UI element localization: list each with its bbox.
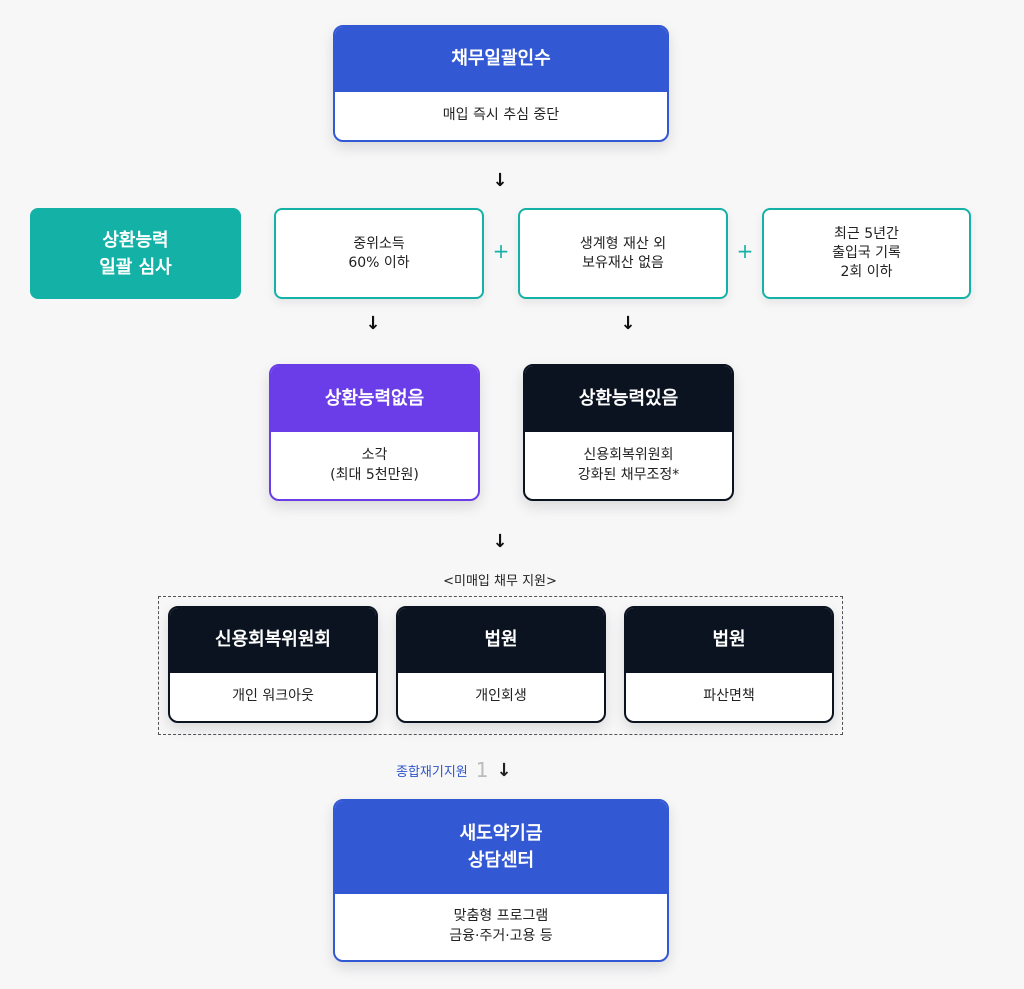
box-body: 맞춤형 프로그램 금융·주거·고용 등 <box>449 908 553 944</box>
box-body: 소각 (최대 5천만원) <box>330 446 419 483</box>
support-label: 종합재기지원 <box>396 764 468 780</box>
plus-icon: + <box>736 239 754 263</box>
box-title: 신용회복위원회 <box>170 608 376 673</box>
box-title: 상환능력있음 <box>525 366 732 432</box>
box-title: 새도약기금 상담센터 <box>335 801 667 894</box>
box-title: 법원 <box>626 608 832 673</box>
box-body: 매입 즉시 추심 중단 <box>442 107 560 124</box>
arrow-down-icon: ↓ <box>492 170 508 191</box>
unpurchased-label: <미매입 채무 지원> <box>443 574 557 589</box>
arrow-down-icon: ↓ <box>492 531 508 552</box>
workout-box: 신용회복위원회 개인 워크아웃 <box>168 606 378 723</box>
bankruptcy-box: 법원 파산면책 <box>624 606 834 723</box>
arrow-down-icon: ↓ <box>620 313 636 334</box>
counseling-center-box: 새도약기금 상담센터 맞춤형 프로그램 금융·주거·고용 등 <box>333 799 669 962</box>
criterion-travel: 최근 5년간 출입국 기록 2회 이하 <box>762 208 971 299</box>
box-body: 개인 워크아웃 <box>232 688 314 705</box>
criterion-assets: 생계형 재산 외 보유재산 없음 <box>518 208 728 299</box>
support-marker: 1 <box>475 758 489 782</box>
box-body: 파산면책 <box>703 688 755 705</box>
debt-purchase-box: 채무일괄인수 매입 즉시 추심 중단 <box>333 25 669 142</box>
arrow-down-icon: ↓ <box>365 313 381 334</box>
box-body: 신용회복위원회 강화된 채무조정* <box>577 446 680 483</box>
support-row: 종합재기지원 1 ↓ <box>396 758 512 782</box>
unpurchased-group <box>158 596 843 735</box>
arrow-down-icon: ↓ <box>496 759 512 781</box>
plus-icon: + <box>492 239 510 263</box>
rehabilitation-box: 법원 개인회생 <box>396 606 606 723</box>
box-title: 법원 <box>398 608 604 673</box>
box-title: 상환능력없음 <box>271 366 478 432</box>
criterion-income: 중위소득 60% 이하 <box>274 208 484 299</box>
box-body: 개인회생 <box>475 688 527 705</box>
no-ability-box: 상환능력없음 소각 (최대 5천만원) <box>269 364 480 501</box>
box-title: 채무일괄인수 <box>335 27 667 92</box>
review-box: 상환능력 일괄 심사 <box>30 208 241 299</box>
ability-box: 상환능력있음 신용회복위원회 강화된 채무조정* <box>523 364 734 501</box>
